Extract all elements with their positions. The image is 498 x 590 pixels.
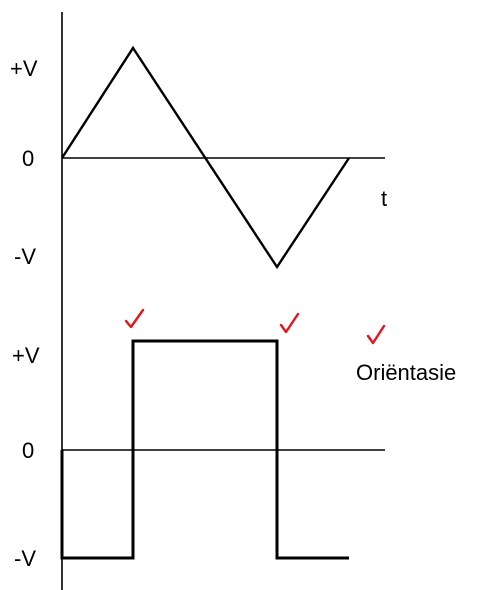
triangle-wave [60,45,351,270]
check-icon [279,312,300,334]
orientation-annotation: Oriëntasie [356,360,456,385]
bottom-pos-v-label: +V [12,343,40,368]
square-wave [60,339,349,560]
top-zero-label: 0 [22,146,34,171]
top-pos-v-label: +V [10,56,38,81]
bottom-zero-label: 0 [22,438,34,463]
time-axis-label: t [381,186,387,211]
bottom-neg-v-label: -V [14,546,36,571]
top-neg-v-label: -V [14,244,36,269]
check-icon [124,308,145,329]
check-icon [366,324,386,345]
